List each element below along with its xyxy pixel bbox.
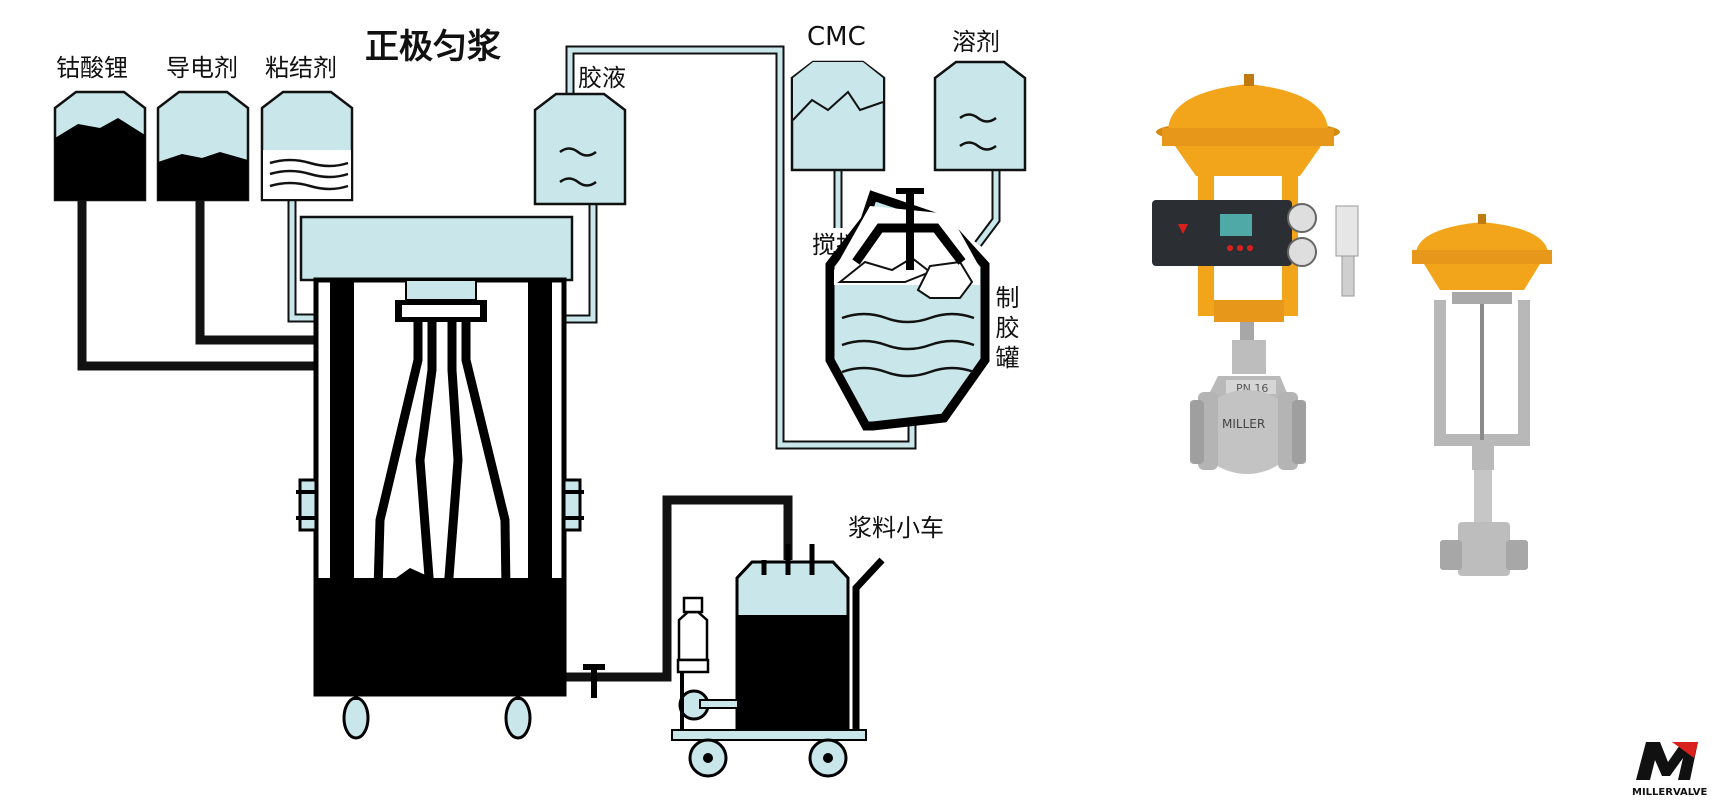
tank-glue (533, 92, 627, 206)
label-cobalt-acid-lithium: 钴酸锂 (56, 54, 128, 82)
label-conductive-agent: 导电剂 (166, 54, 238, 82)
pipe-to-slurry-cart (562, 495, 793, 682)
hopper-conductive-agent (156, 90, 250, 202)
control-valve-large: PN 16 MILLER (1152, 74, 1359, 474)
tank-cmc (790, 60, 886, 172)
label-slurry-cart: 浆料小车 (848, 514, 944, 542)
hopper-binder (260, 90, 354, 202)
slurry-cart (671, 544, 885, 778)
transfer-pipe (565, 45, 917, 450)
mixer-machine (296, 215, 605, 740)
control-valve-small (1412, 214, 1552, 576)
label-solvent: 溶剂 (952, 28, 1000, 56)
pipe-cobalt-acid-lithium (77, 200, 318, 371)
mixer-head (299, 215, 574, 282)
millervalve-logo: MILLERVALVE (1632, 742, 1707, 798)
label-glue-tank: 制胶罐 (991, 285, 1019, 375)
pipe-tank-to-glue (567, 47, 915, 448)
glue-pipe (566, 204, 598, 324)
pipe-binder (289, 200, 318, 321)
black-pipes (77, 200, 318, 371)
tank-solvent (933, 60, 1027, 172)
label-cmc: CMC (807, 22, 866, 52)
label-glue: 胶液 (578, 64, 626, 92)
diagram-title: 正极匀浆 (365, 27, 501, 67)
logo-text: MILLERVALVE (1632, 787, 1707, 798)
cmc-pipes (833, 170, 1001, 247)
valve-body-brand: MILLER (1222, 417, 1265, 431)
glue-making-tank (825, 188, 990, 431)
hopper-cobalt-acid-lithium (53, 90, 147, 202)
binder-pipe (287, 200, 318, 323)
label-binder: 粘结剂 (265, 54, 337, 82)
pipe-conductive-agent (195, 200, 318, 345)
